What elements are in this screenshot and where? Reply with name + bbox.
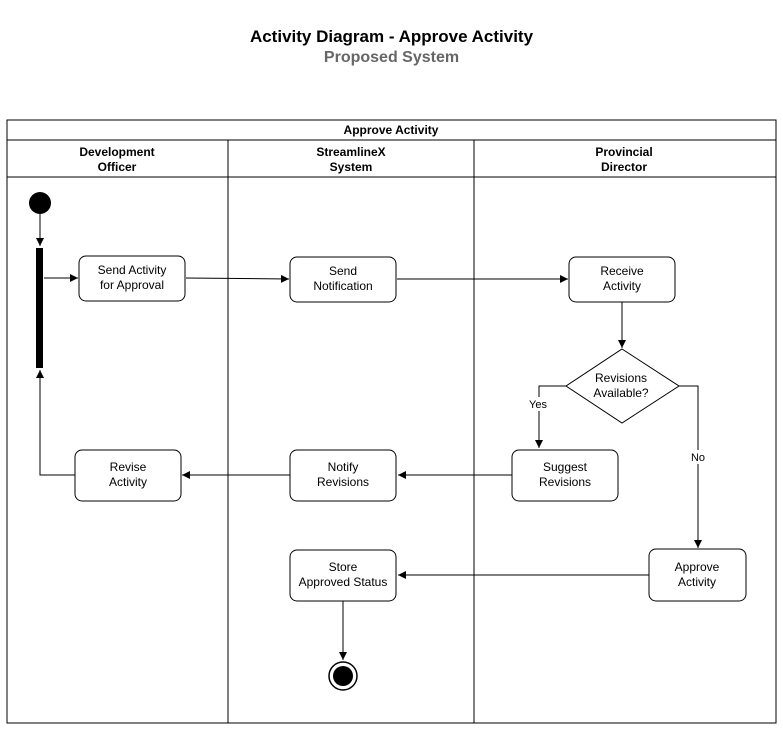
fork-bar [36, 248, 43, 368]
lane-label: Officer [98, 160, 137, 174]
node-label: Notification [313, 279, 372, 293]
edge-decision-no [679, 385, 702, 548]
edge-send-activity-to-send-notification [185, 274, 290, 283]
node-label: Approved Status [299, 575, 388, 589]
node-label: for Approval [100, 278, 164, 292]
node-send-notification: Send Notification [289, 256, 397, 303]
edge-revise-to-fork [36, 370, 75, 476]
diagram-subtitle: Proposed System [323, 49, 460, 66]
node-label: Suggest [543, 460, 588, 474]
node-label: Activity [678, 575, 716, 589]
edge-decision-yes [535, 385, 566, 448]
decision-revisions-available: Revisions Available? [565, 348, 680, 424]
pool-label: Approve Activity [344, 123, 439, 137]
node-label: Send [329, 264, 357, 278]
edge-label-no: No [691, 452, 705, 464]
node-label: Send Activity [98, 263, 167, 277]
node-label: Activity [109, 475, 147, 489]
node-suggest-revisions: Suggest Revisions [511, 449, 619, 502]
node-label: Approve [675, 560, 720, 574]
node-label: Revisions [317, 475, 369, 489]
lane-header-streamlinex-system: StreamlineX System [316, 145, 385, 174]
node-send-activity-for-approval: Send Activity for Approval [78, 255, 186, 302]
lane-label: Provincial [595, 145, 652, 159]
node-revise-activity: Revise Activity [74, 449, 182, 502]
node-label: Notify [328, 460, 359, 474]
node-store-approved-status: Store Approved Status [289, 549, 397, 602]
initial-node [29, 192, 51, 214]
edge-label-yes: Yes [529, 399, 547, 411]
node-label: Revise [110, 460, 147, 474]
swimlane-pool: Approve Activity Development Officer Str… [6, 119, 777, 724]
node-label: Store [329, 560, 358, 574]
lane-label: System [330, 160, 373, 174]
lane-label: Development [79, 145, 154, 159]
decision-label: Available? [593, 386, 648, 400]
diagram-title: Activity Diagram - Approve Activity [249, 27, 534, 46]
node-label: Receive [600, 264, 644, 278]
node-approve-activity: Approve Activity [648, 548, 747, 602]
final-node [328, 661, 358, 691]
decision-label: Revisions [595, 371, 647, 385]
lane-label: Director [601, 160, 647, 174]
node-receive-activity: Receive Activity [568, 256, 676, 303]
lane-label: StreamlineX [316, 145, 385, 159]
lane-header-development-officer: Development Officer [79, 145, 154, 174]
node-label: Revisions [539, 475, 591, 489]
lane-header-provincial-director: Provincial Director [595, 145, 652, 174]
node-notify-revisions: Notify Revisions [289, 449, 397, 502]
node-label: Activity [603, 279, 641, 293]
